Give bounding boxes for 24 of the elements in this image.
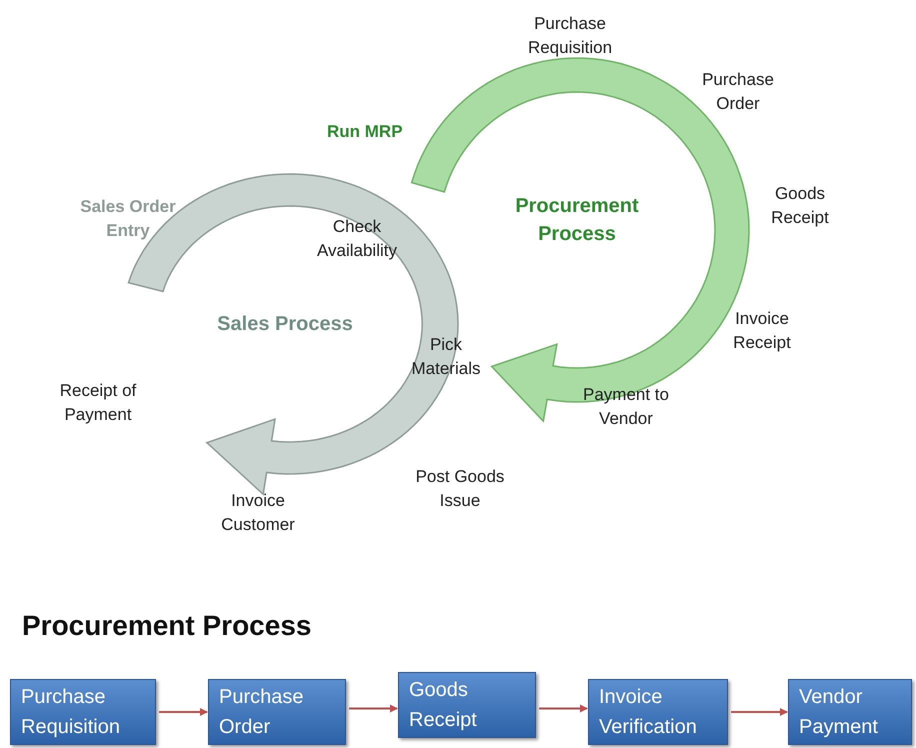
arrow — [731, 708, 788, 716]
process-box: Purchase Requisition — [10, 679, 156, 745]
process-box: Purchase Order — [208, 679, 346, 745]
cycle-step-label: Purchase Requisition — [526, 13, 614, 59]
cycle-step-label: Sales Order Entry — [79, 196, 177, 242]
section-heading: Procurement Process — [22, 609, 312, 643]
cycle-step-label: Invoice Customer — [220, 490, 296, 536]
cycle-title: Procurement Process — [514, 194, 640, 247]
cycle-step-label: Receipt of Payment — [58, 380, 138, 426]
cycle-step-label: Run MRP — [327, 121, 404, 143]
cycle-title: Sales Process — [216, 312, 354, 337]
cycle-step-label: Goods Receipt — [770, 183, 830, 229]
process-box: Vendor Payment — [788, 679, 912, 745]
cycle-step-label: Pick Materials — [410, 334, 482, 380]
process-box: Invoice Verification — [588, 679, 728, 745]
cycle-step-label: Check Availability — [316, 216, 398, 262]
cycle-step-label: Purchase Order — [701, 69, 775, 115]
process-box: Goods Receipt — [398, 672, 536, 738]
cycle-step-label: Invoice Receipt — [732, 308, 792, 354]
arrow — [349, 704, 398, 712]
cycle-step-label: Payment to Vendor — [582, 384, 670, 430]
arrow — [159, 708, 208, 716]
cycle-step-label: Post Goods Issue — [414, 466, 506, 512]
arrow — [539, 704, 588, 712]
